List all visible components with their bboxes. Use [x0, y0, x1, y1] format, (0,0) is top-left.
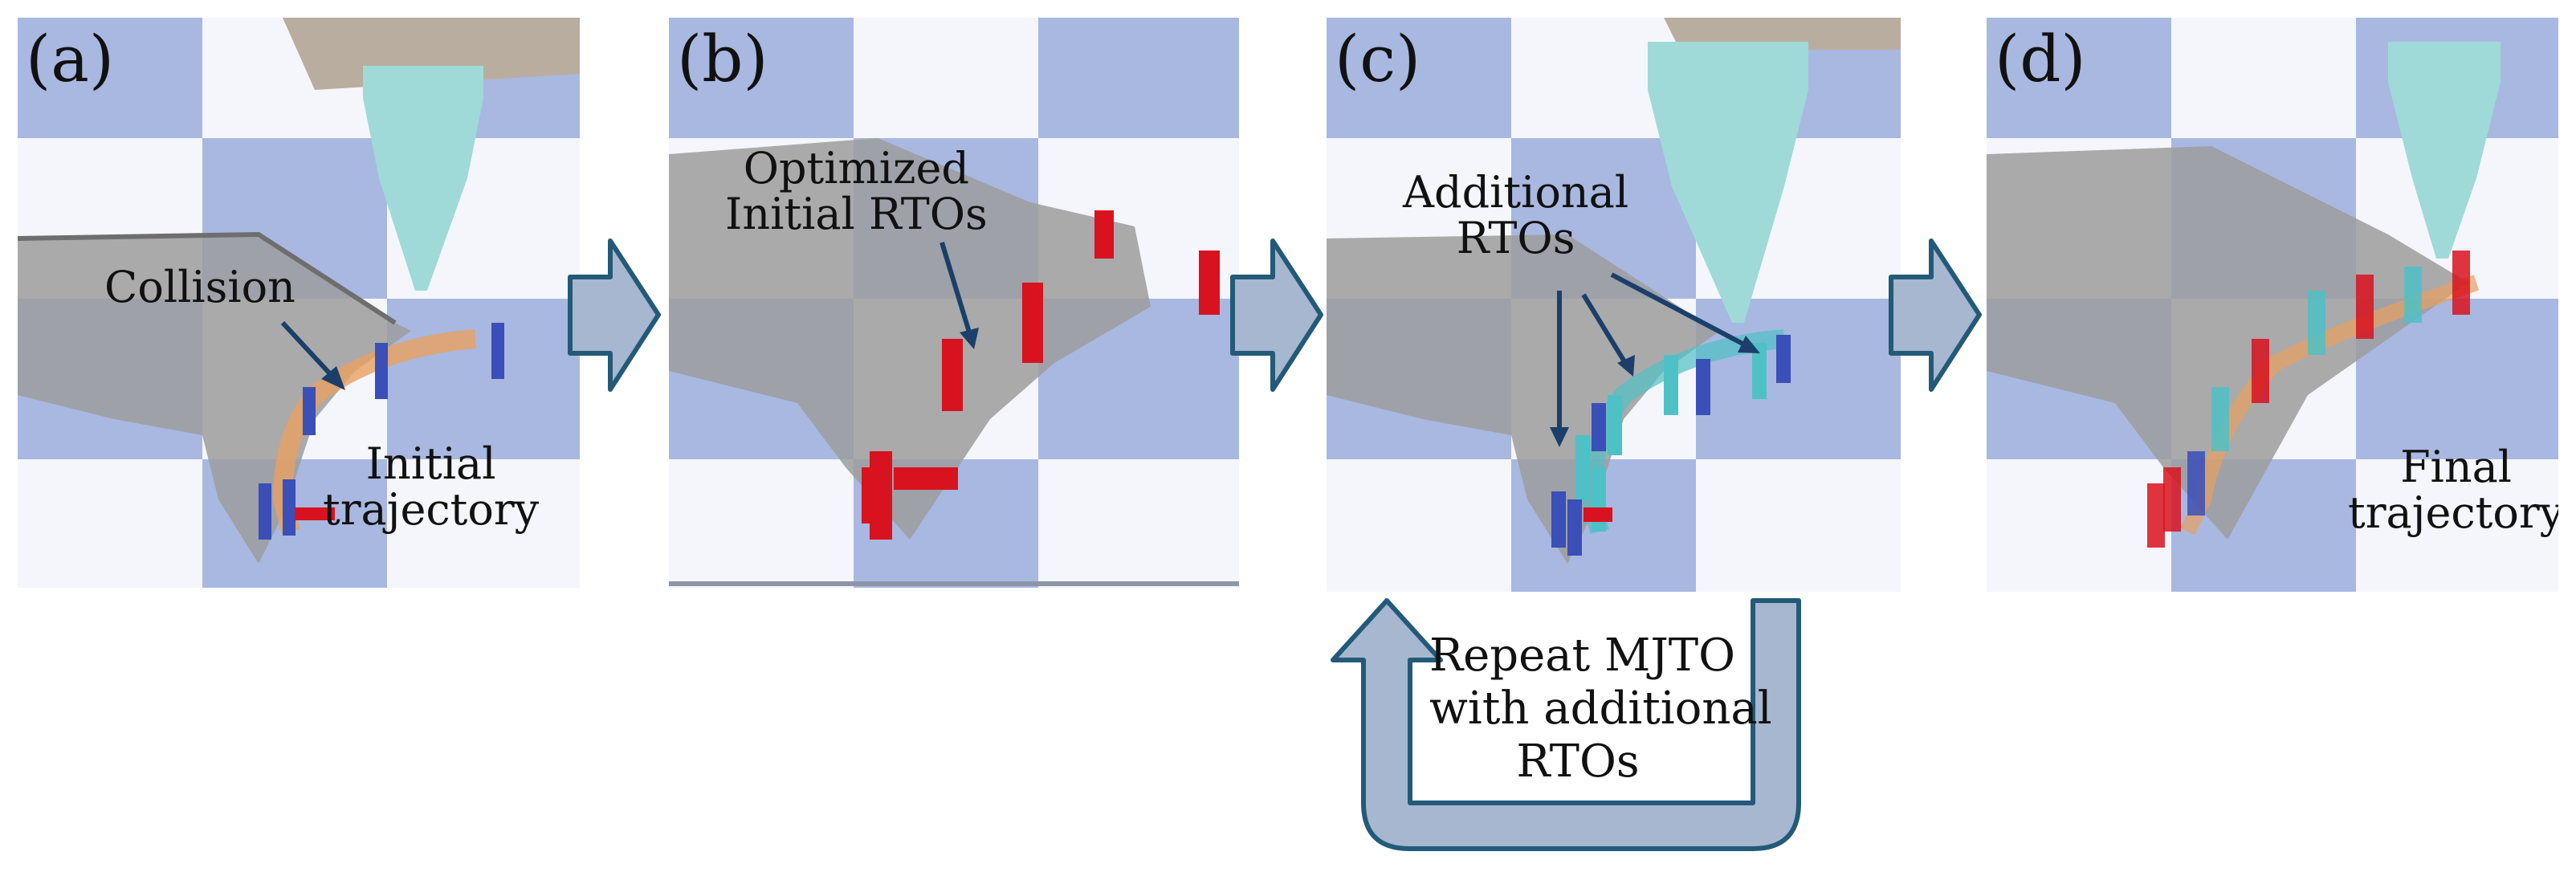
panel-b-label: (b)	[677, 22, 768, 96]
arrow-b-to-c	[1230, 238, 1323, 392]
final-rto-markers	[2147, 251, 2470, 548]
additional-rtos-label: Additional RTOs	[1403, 167, 1629, 263]
panel-d-label: (d)	[1995, 22, 2086, 96]
arrow-c-to-d	[1889, 238, 1982, 392]
final-trajectory-label: Final trajectory	[2348, 442, 2558, 538]
optimized-rtos-label: Optimized Initial RTOs	[725, 143, 988, 239]
part-body	[18, 234, 411, 564]
arrow-a-to-b	[568, 238, 661, 392]
collision-pointer	[280, 320, 337, 381]
rto-markers	[1551, 335, 1791, 556]
panel-a-label: (a)	[26, 22, 115, 96]
repeat-loop-arrow	[1331, 598, 1801, 851]
panel-b-scene	[669, 18, 1239, 588]
repeat-mjto-label: Repeat MJTO with additional RTOs	[1429, 629, 1772, 788]
nozzle	[1648, 18, 1901, 323]
panel-c-scene	[1327, 18, 1901, 592]
panel-d: (d) Final trajectory	[1987, 18, 2558, 592]
rto-markers	[259, 323, 504, 540]
nozzle	[283, 18, 580, 291]
panel-c-label: (c)	[1335, 22, 1421, 96]
additional-rto-markers	[1575, 343, 1767, 532]
part-body	[1327, 234, 1720, 564]
panel-b: (b) Optimized Initial RTOs	[669, 18, 1239, 588]
rto-pointer-head	[960, 328, 979, 349]
panel-c: (c) Additional RTOs	[1327, 18, 1901, 592]
collision-pointer-head	[321, 366, 345, 390]
trajectory-path	[1581, 329, 1785, 534]
panel-a: (a) Collision Initial trajectory	[18, 18, 580, 588]
panel-d-scene	[1987, 18, 2558, 592]
part-body	[669, 138, 1151, 540]
panel-a-scene	[18, 18, 580, 588]
part-edge	[18, 231, 397, 325]
additional-rto-pointers	[1550, 272, 1760, 447]
collision-label: Collision	[104, 262, 296, 312]
nozzle	[2388, 42, 2501, 259]
part-body	[1987, 146, 2468, 540]
initial-trajectory-label: Initial trajectory	[323, 438, 540, 535]
optimized-rto-markers	[862, 210, 1220, 540]
rto-pointer	[940, 242, 972, 336]
